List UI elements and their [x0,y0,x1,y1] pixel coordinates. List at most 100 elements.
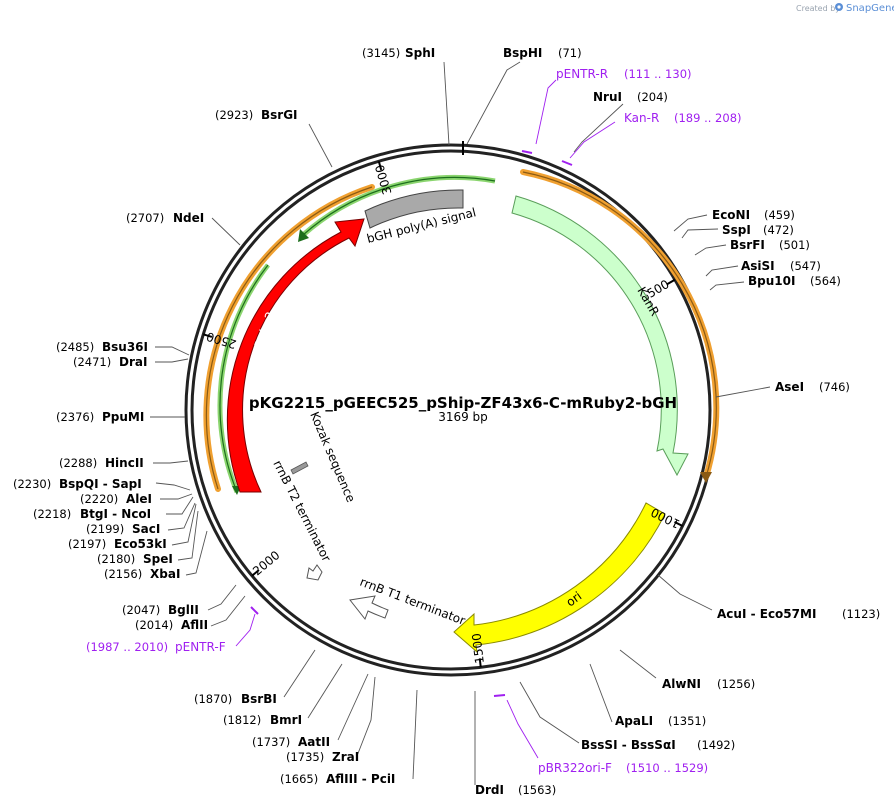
site-bpu10i-name: Bpu10I [748,274,795,288]
site-xbai-pos: (2156) [104,567,142,581]
site-bspqi-name: BspQI - SapI [59,477,142,491]
primer-mark-pentr-r [521,150,533,154]
site-spei-pos: (2180) [97,552,135,566]
credit-prefix: Created by [796,4,840,13]
feature-rrnb-t2 [306,564,323,581]
primer-pbr322ori-f-name: pBR322ori-F [538,761,612,775]
site-econi-pos: (459) [764,208,795,222]
primer-pbr322ori-f-range: (1510 .. 1529) [626,761,708,775]
tick-mark [478,658,482,668]
site-drai-name: DraI [119,355,147,369]
primer-markers [250,150,573,697]
feature-kanr [511,195,689,477]
site-eco53ki-name: Eco53kI [114,537,167,551]
site-alwni-pos: (1256) [717,677,755,691]
site-bsphi-name: BspHI [503,46,542,60]
feature-label-rrnb-t2: rrnB T2 terminator [270,458,333,564]
site-bglii-name: BglII [168,603,199,617]
snapgene-logo-icon [835,3,843,11]
primer-mark-pentr-f [250,606,259,615]
site-apali-name: ApaLI [615,714,653,728]
site-bsu36i-pos: (2485) [56,340,94,354]
primer-mark-kan-r [561,160,573,166]
tick-mark [203,333,213,338]
backbone-ticks [203,161,684,668]
primer-pentr-f-range: (1987 .. 2010) [86,640,168,654]
primer-mark-pbr322ori-f [493,694,506,697]
site-ppumi-pos: (2376) [56,410,94,424]
site-xbai-name: XbaI [150,567,180,581]
site-ppumi-name: PpuMI [102,410,144,424]
plasmid-name: pKG2215_pGEEC525_pShip-ZF43x6-C-mRuby2-b… [249,394,677,412]
site-alei-name: AleI [126,492,152,506]
primer-pentr-f-name: pENTR-F [175,640,226,654]
site-alei-pos: (2220) [80,492,118,506]
site-apali-pos: (1351) [668,714,706,728]
site-asisi-name: AsiSI [741,259,775,273]
feature-bgh-polya [364,189,464,229]
site-asisi-pos: (547) [790,259,821,273]
site-hincii-name: HincII [105,456,144,470]
tick-mark [666,278,676,286]
site-bsrbi-name: BsrBI [241,692,277,706]
site-aatii-name: AatII [298,735,330,749]
feature-ori [453,502,666,654]
site-saci-pos: (2199) [86,522,124,536]
site-drai-pos: (2471) [73,355,111,369]
feature-outline-arcs [203,169,720,495]
site-bmri-name: BmrI [270,713,302,727]
site-aatii-pos: (1737) [252,735,290,749]
site-econi-name: EcoNI [712,208,750,222]
site-zrai-name: ZraI [332,750,359,764]
site-bpu10i-pos: (564) [810,274,841,288]
site-bglii-pos: (2047) [122,603,160,617]
tick-label: 1500 [469,632,486,664]
site-nrui-pos: (204) [637,90,668,104]
primer-pentr-r-name: pENTR-R [556,67,608,81]
site-btgi-pos: (2218) [33,507,71,521]
site-hincii-pos: (2288) [59,456,97,470]
site-spei-name: SpeI [143,552,173,566]
site-sphi-name: SphI [405,46,435,60]
tick-mark [251,569,260,577]
site-aflii-name: AflII [181,618,208,632]
features [226,189,689,654]
site-bspqi-pos: (2230) [13,477,51,491]
primer-pentr-r-range: (111 .. 130) [624,67,692,81]
feature-rrnb-t1 [349,595,389,621]
site-aflii-pos: (2014) [135,618,173,632]
site-bmri-pos: (1812) [223,713,261,727]
feature-kozak [290,461,309,475]
feature-mruby2 [226,218,365,493]
leader-lines [150,61,771,785]
site-bsrgi-name: BsrGI [261,108,298,122]
site-bsrfi-name: BsrFI [730,238,765,252]
primer-kan-r-name: Kan-R [624,111,659,125]
green-arc-top-head [298,229,309,242]
site-acui-pos: (1123) [842,607,880,621]
site-zrai-pos: (1735) [286,750,324,764]
site-bsrgi-pos: (2923) [215,108,253,122]
tick-label: 500 [645,277,672,301]
site-asei-pos: (746) [819,380,850,394]
site-sspi-pos: (472) [763,223,794,237]
site-bsphi-pos: (71) [558,46,582,60]
feature-label-kozak: Kozak sequence [307,410,358,505]
tick-mark [674,521,684,527]
site-sspi-name: SspI [722,223,751,237]
site-afliii-name: AflIII - PciI [326,772,395,786]
tick-label: 2000 [250,548,282,578]
site-nrui-name: NruI [593,90,622,104]
site-drdi-pos: (1563) [518,783,556,797]
plasmid-length: 3169 bp [438,410,488,424]
site-ndei-pos: (2707) [126,211,164,225]
primer-labels: pENTR-R (111 .. 130) Kan-R (189 .. 208) … [86,67,742,775]
orange-arc-right-head [700,472,712,483]
site-saci-name: SacI [132,522,160,536]
site-asei-name: AseI [775,380,804,394]
site-sphi-pos: (3145) [362,46,400,60]
site-eco53ki-pos: (2197) [68,537,106,551]
restriction-site-labels: (3145) SphI BspHI (71) NruI (204) (2923)… [13,46,880,797]
site-drdi-name: DrdI [475,783,504,797]
